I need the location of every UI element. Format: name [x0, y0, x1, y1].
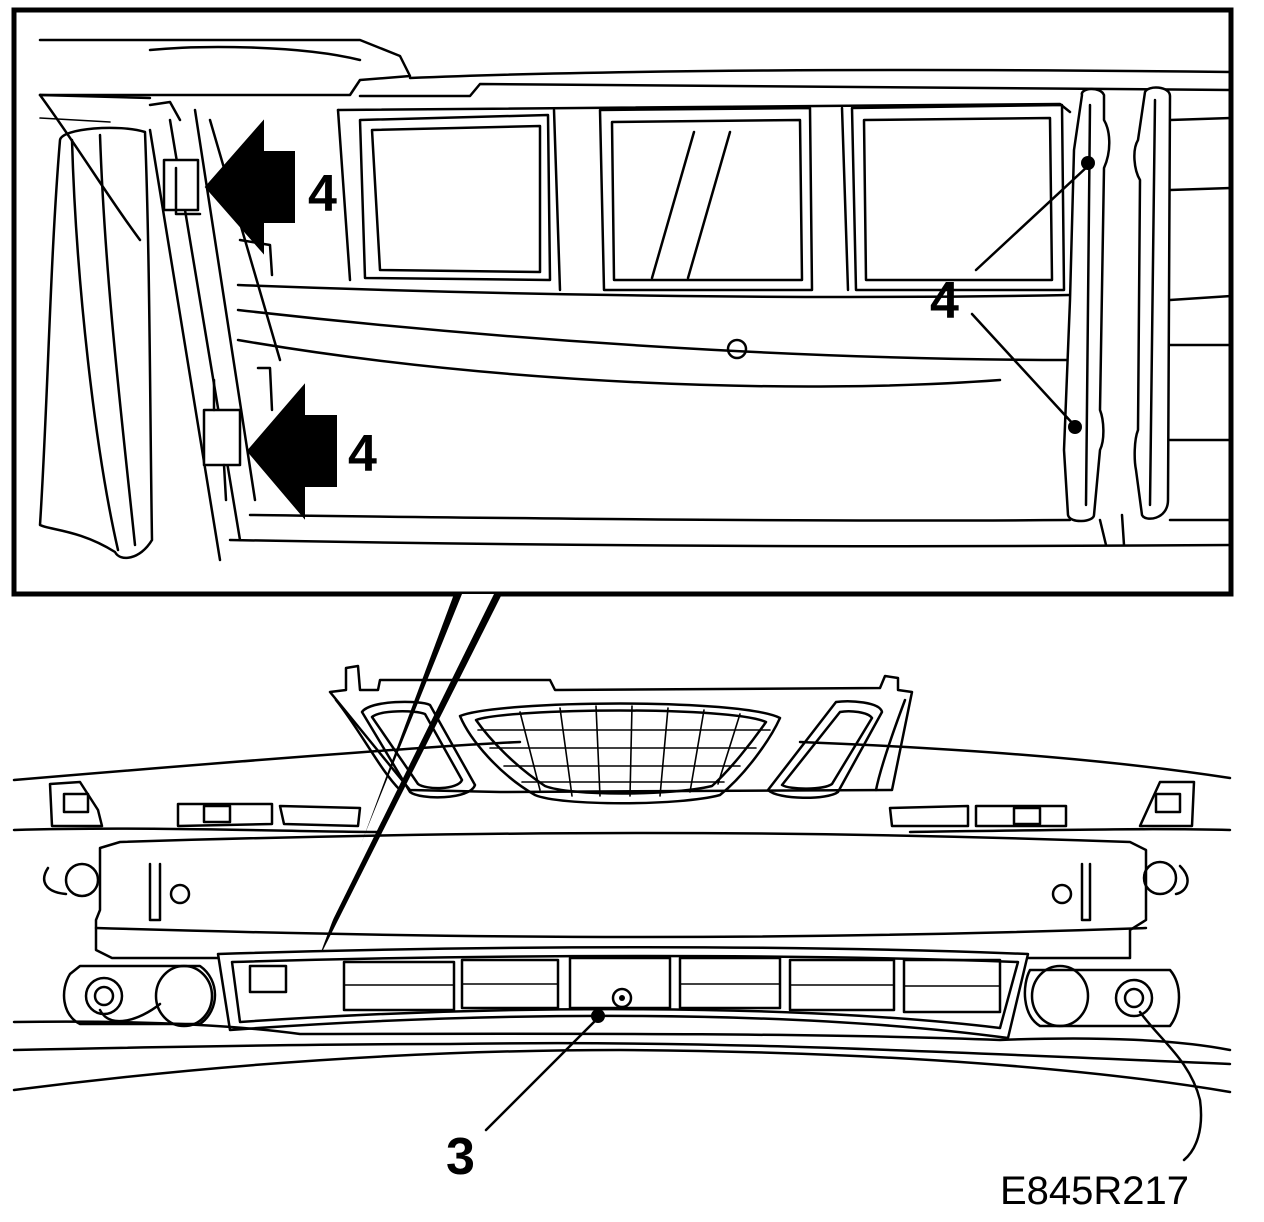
right-brackets — [1062, 86, 1172, 547]
panel-openings — [358, 103, 1066, 292]
fog-lamp-left — [62, 964, 217, 1028]
fog-lamp-right — [1023, 964, 1203, 1162]
leader-3 — [484, 1009, 605, 1132]
callout-label-lower-arrow: 4 — [348, 425, 377, 483]
zoom-leader — [318, 594, 502, 960]
clip-upper — [162, 158, 202, 216]
vehicle-front-overview: 3 — [12, 664, 1232, 1186]
callout-label-right-bracket: 4 — [930, 272, 959, 330]
front-panel-detail — [38, 38, 1231, 562]
bumper-beam — [43, 831, 1189, 960]
lower-grille — [216, 946, 1030, 1040]
leader-right — [970, 156, 1095, 434]
detail-inset: 4 4 4 — [11, 7, 1234, 597]
grille-housing — [328, 664, 914, 805]
fascia-vents — [48, 780, 1196, 828]
detail-inset-frame — [11, 7, 1234, 597]
callout-label-3: 3 — [446, 1128, 475, 1186]
center-bolt — [611, 987, 633, 1009]
callout-label-upper-arrow: 4 — [308, 165, 337, 223]
arrow-upper — [204, 119, 295, 255]
center-hole — [726, 338, 748, 360]
arrow-lower — [246, 383, 337, 520]
clip-lower — [202, 378, 242, 502]
left-pillar — [38, 93, 282, 562]
figure-code: E845R217 — [1000, 1169, 1189, 1213]
